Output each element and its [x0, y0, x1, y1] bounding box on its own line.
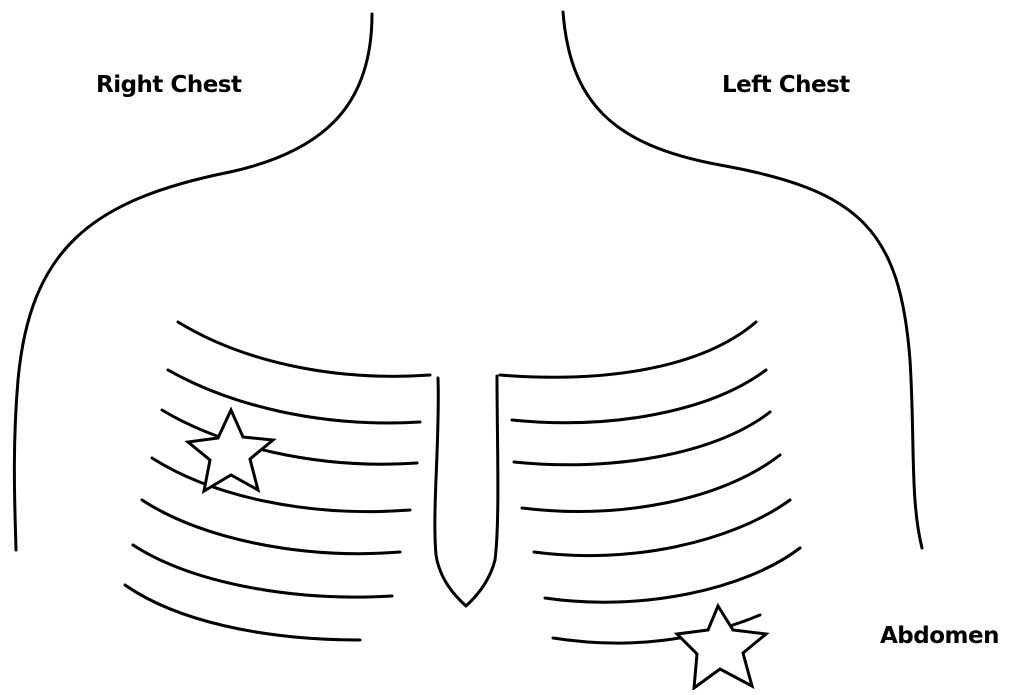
right-rib-4	[152, 458, 410, 512]
left-rib-3	[514, 412, 770, 465]
right-rib-5	[142, 500, 400, 554]
right-rib-7	[125, 585, 360, 640]
left-rib-5	[534, 500, 790, 556]
right-chest-label: Right Chest	[96, 72, 241, 98]
left-rib-1	[500, 322, 756, 377]
abdomen-label: Abdomen	[880, 623, 999, 649]
sternum	[435, 376, 498, 606]
star-marker-right-chest	[188, 410, 273, 491]
right-rib-3	[162, 410, 417, 464]
right-rib-1	[178, 322, 430, 376]
right-rib-2	[168, 370, 420, 423]
left-chest-label: Left Chest	[722, 72, 850, 98]
